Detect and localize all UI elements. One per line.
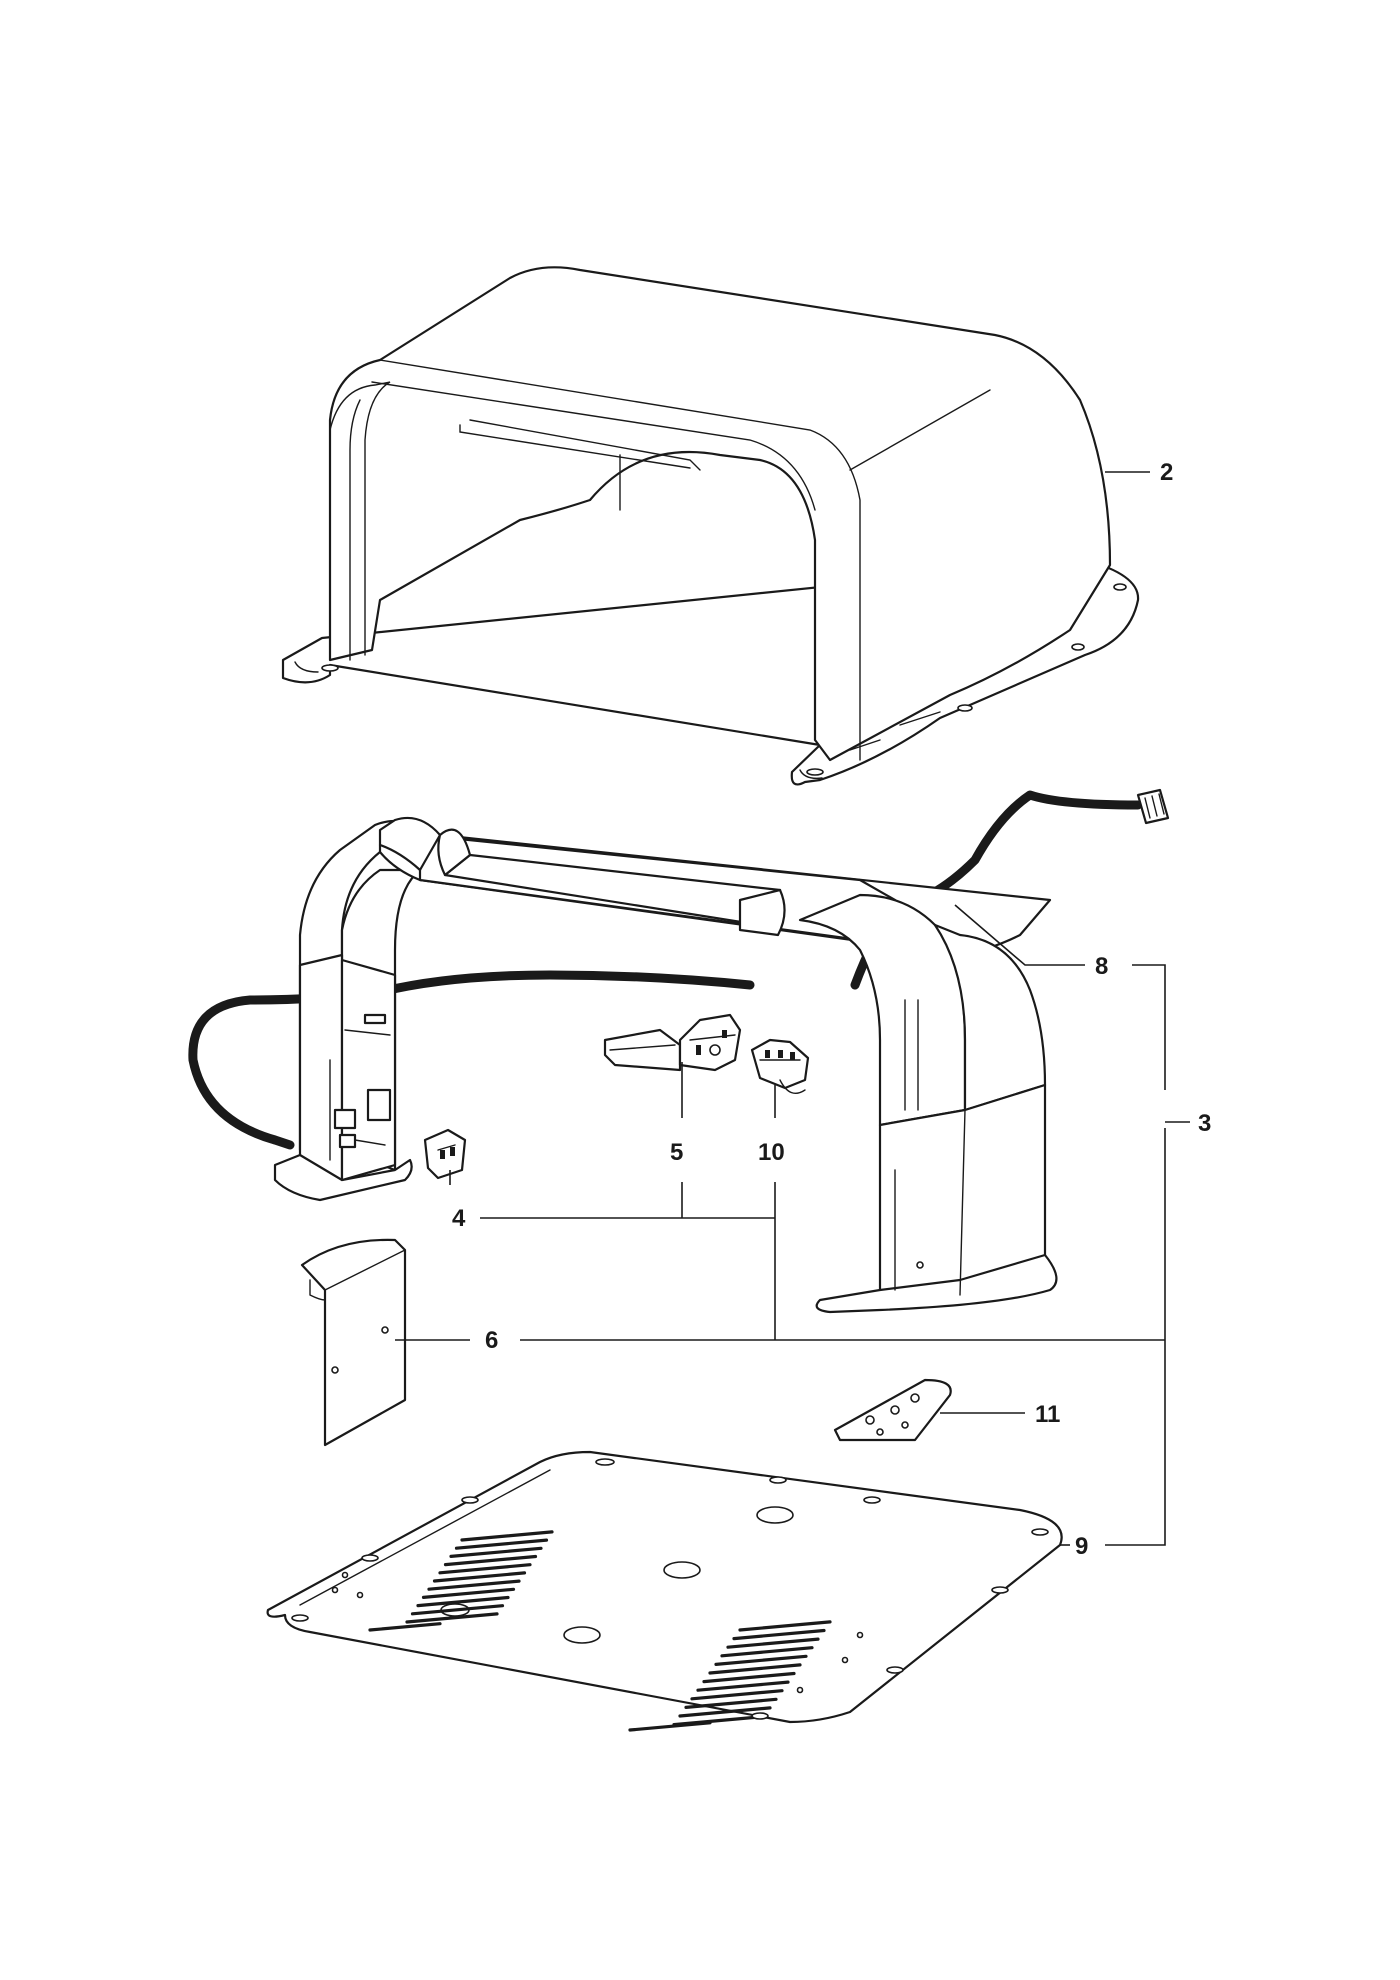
vent-slot xyxy=(702,1671,796,1684)
part-baseplate-9 xyxy=(266,1450,1063,1724)
callout-6: 6 xyxy=(485,1327,498,1354)
vent-slot xyxy=(432,1571,527,1583)
vent-slot xyxy=(696,1680,790,1692)
base-vent-slots xyxy=(368,1530,832,1732)
vent-slot xyxy=(738,1620,832,1632)
callout-5: 5 xyxy=(670,1139,683,1166)
part-switch-5 xyxy=(603,1013,742,1072)
vent-slot xyxy=(690,1689,784,1701)
vent-slot xyxy=(421,1587,516,1600)
callout-4: 4 xyxy=(452,1205,466,1232)
vent-slot xyxy=(438,1563,532,1575)
callout-labels: 2 8 3 5 10 4 6 11 9 xyxy=(452,459,1211,1560)
callout-10: 10 xyxy=(758,1139,785,1166)
vent-slot xyxy=(416,1595,510,1608)
vent-slot xyxy=(726,1637,820,1649)
callout-11: 11 xyxy=(1035,1401,1060,1428)
vent-slot xyxy=(628,1721,712,1732)
callout-2: 2 xyxy=(1160,459,1173,486)
part-clip-10 xyxy=(750,1038,810,1094)
base-mount-tabs xyxy=(291,1458,1049,1720)
callout-9: 9 xyxy=(1075,1533,1088,1560)
callout-3: 3 xyxy=(1198,1110,1211,1137)
vent-slot xyxy=(460,1530,554,1542)
leader-lines xyxy=(395,471,1190,1546)
vent-slot xyxy=(720,1646,814,1658)
vent-slot xyxy=(732,1628,826,1641)
vent-slot xyxy=(443,1554,538,1567)
vent-slot xyxy=(714,1654,808,1667)
vent-slot xyxy=(678,1706,772,1718)
vent-slot xyxy=(368,1622,442,1632)
vent-slot xyxy=(405,1612,499,1624)
part-frame xyxy=(273,816,1058,1314)
vent-slot xyxy=(449,1546,543,1559)
vent-slot xyxy=(684,1697,778,1710)
vent-slot xyxy=(454,1538,549,1550)
part-panel-6 xyxy=(300,1238,407,1447)
callout-8: 8 xyxy=(1095,953,1108,980)
vent-slot xyxy=(708,1663,802,1675)
part-connector-4 xyxy=(423,1128,467,1180)
vent-slot xyxy=(410,1604,505,1616)
part-plate-11 xyxy=(833,1378,952,1442)
vent-slot xyxy=(427,1579,521,1591)
part-cover-2 xyxy=(281,266,1140,786)
